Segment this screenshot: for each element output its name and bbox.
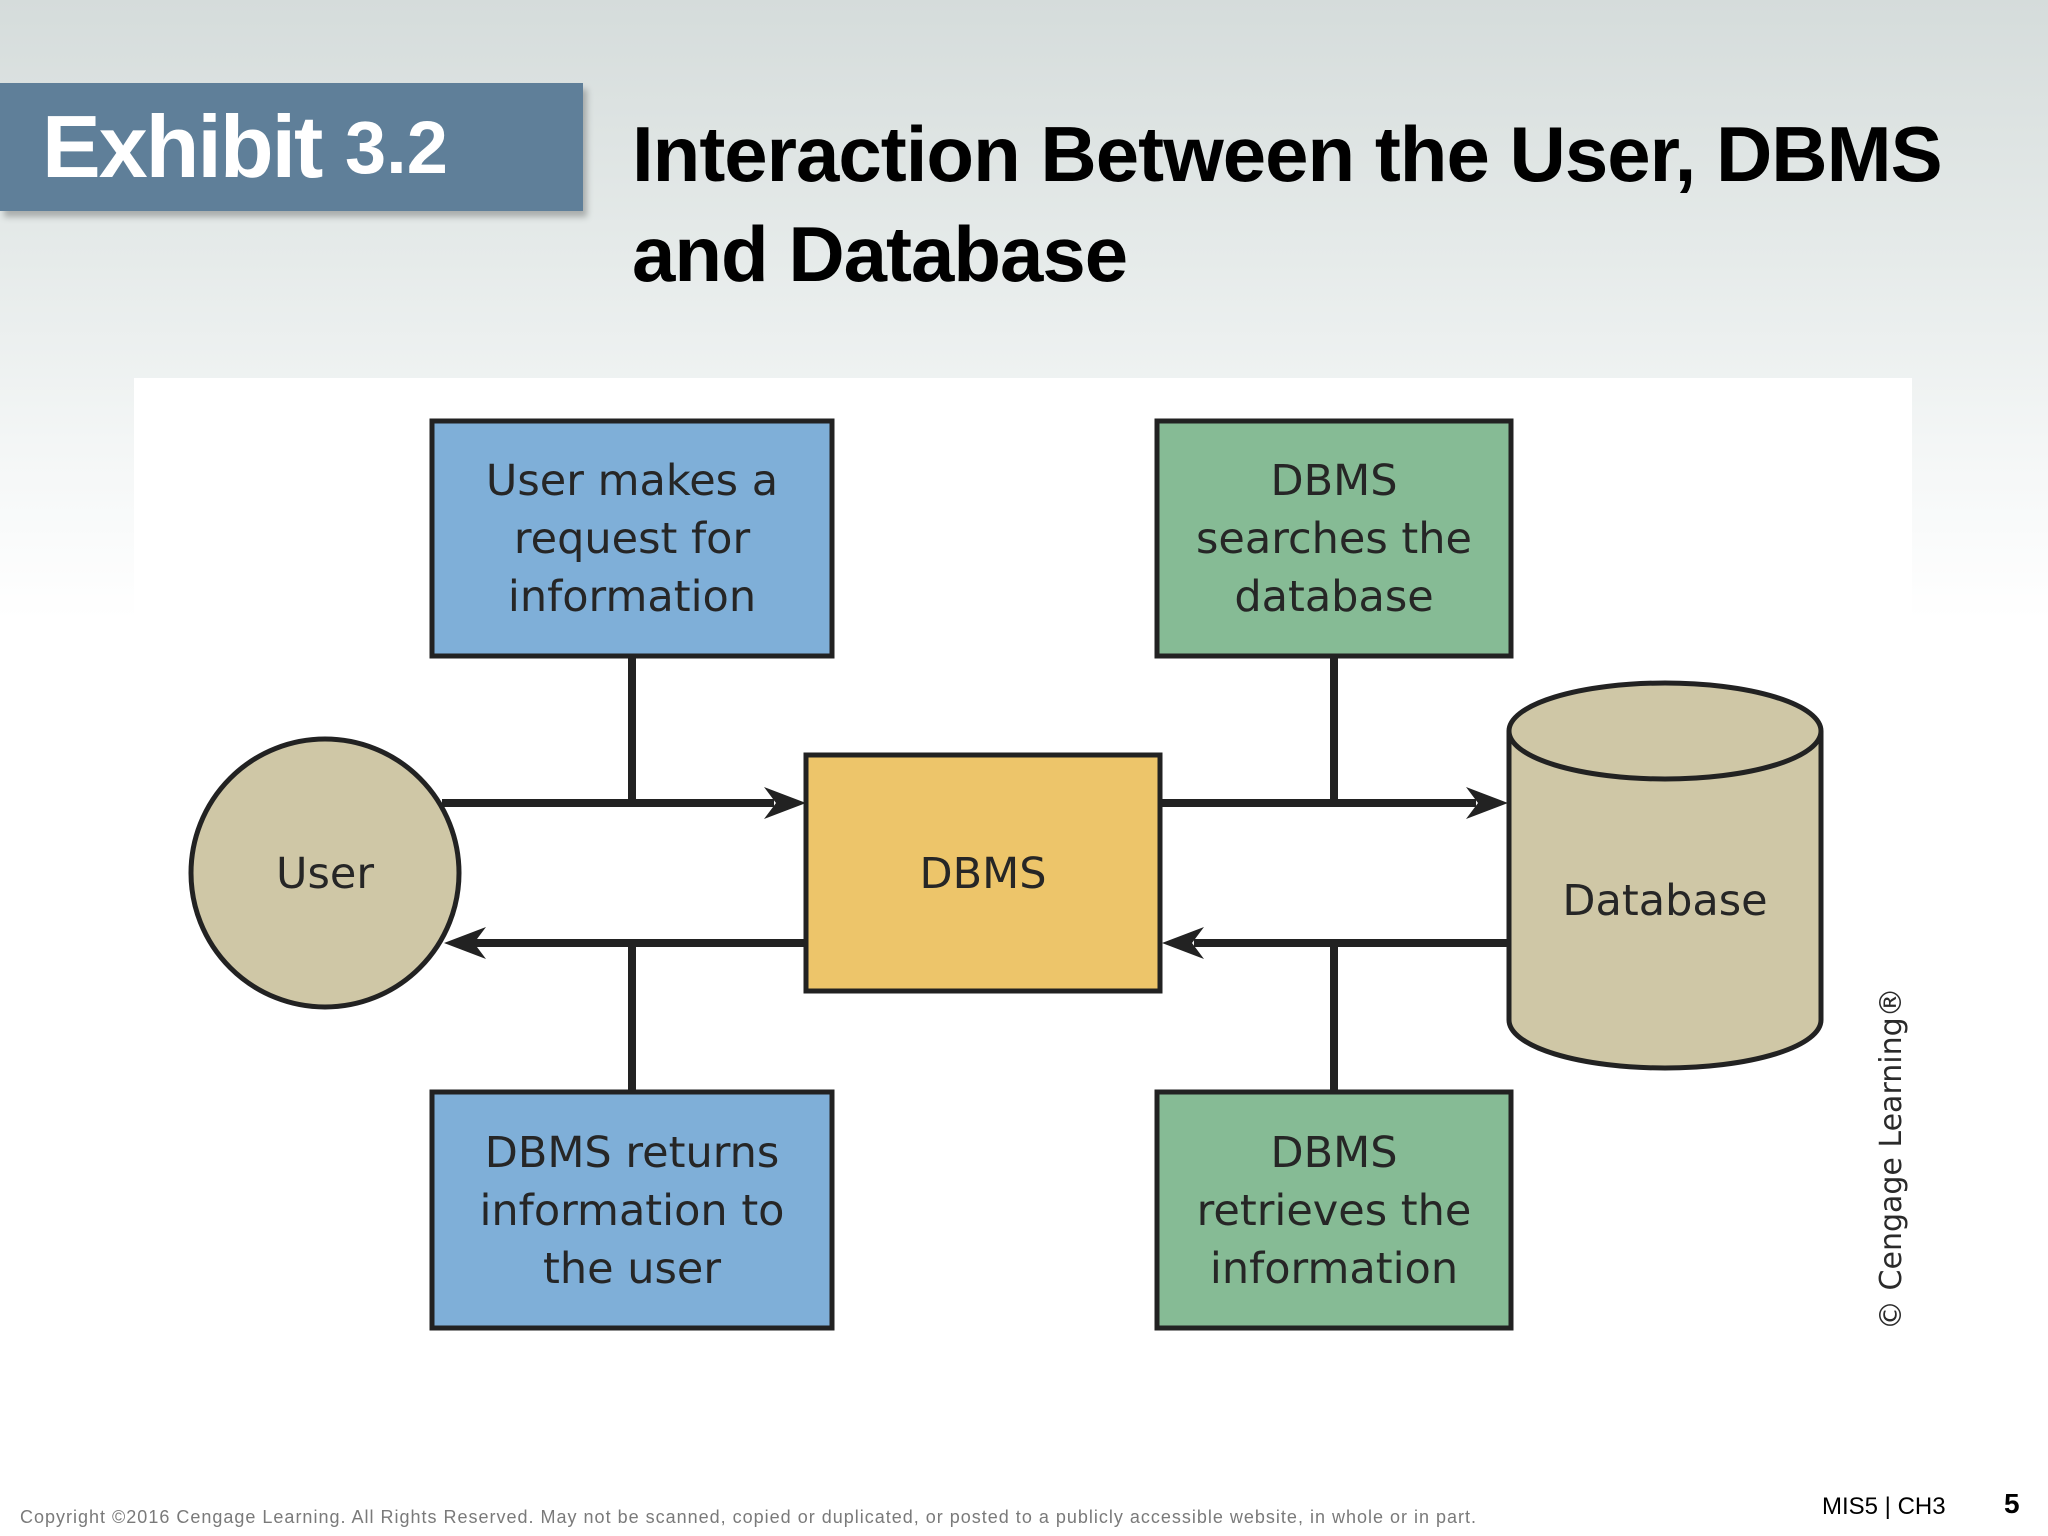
request-label-2: request for — [514, 514, 751, 564]
dbms-box — [803, 752, 1163, 994]
retrieve-label-3: information — [1210, 1244, 1458, 1294]
title-line-1: Interaction Between the User, DBMS — [632, 110, 1943, 198]
user-label: User — [276, 849, 374, 899]
search-label-3: database — [1234, 572, 1433, 622]
page-number: 5 — [2004, 1488, 2020, 1519]
return-label-3: the user — [543, 1244, 721, 1294]
arrow-user-to-dbms — [442, 787, 806, 819]
slide-title: Interaction Between the User, DBMS and D… — [632, 104, 2012, 304]
arrow-dbms-to-database — [1160, 787, 1508, 819]
return-label-2: information to — [479, 1186, 784, 1236]
arrow-dbms-to-user — [444, 927, 806, 959]
database-cylinder — [1506, 680, 1824, 1071]
footer-copyright: Copyright ©2016 Cengage Learning. All Ri… — [20, 1507, 1478, 1527]
search-label-1: DBMS — [1270, 456, 1397, 506]
dbms-label: DBMS — [919, 849, 1046, 899]
user-circle — [188, 736, 462, 1010]
retrieve-box — [1154, 1089, 1514, 1331]
exhibit-word: Exhibit — [42, 97, 323, 196]
request-label-3: information — [508, 572, 756, 622]
arrow-database-to-dbms — [1162, 927, 1510, 959]
return-label-1: DBMS returns — [485, 1128, 780, 1178]
title-line-2: and Database — [632, 210, 1128, 298]
request-label-1: User makes a — [486, 456, 778, 506]
image-credit: © Cengage Learning® — [1874, 987, 1909, 1330]
exhibit-number: 3.2 — [345, 106, 448, 189]
database-label: Database — [1562, 876, 1767, 926]
footer-course: MIS5 | CH3 — [1822, 1493, 1946, 1520]
retrieve-label-2: retrieves the — [1197, 1186, 1472, 1236]
retrieve-label-1: DBMS — [1270, 1128, 1397, 1178]
search-box — [1154, 418, 1514, 659]
request-box — [429, 418, 835, 659]
exhibit-badge: Exhibit 3.2 — [0, 83, 583, 211]
search-label-2: searches the — [1196, 514, 1472, 564]
return-box — [429, 1089, 835, 1331]
